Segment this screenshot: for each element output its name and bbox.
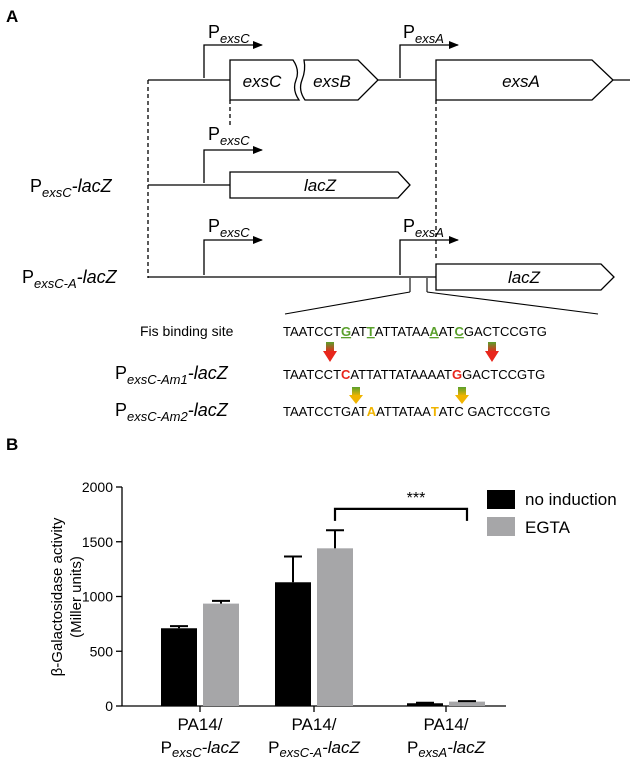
bar-chart: 0 500 1000 1500 2000 *** <box>82 479 506 714</box>
promoter-label-exsa-bottom: PexsA <box>403 216 444 240</box>
mutation-arrow-am1-left <box>323 342 337 362</box>
gene-exsa <box>435 59 614 101</box>
legend: no induction EGTA <box>487 490 617 537</box>
y-tick-label: 1500 <box>82 534 113 550</box>
promoter-label-exsc-bottom: PexsC <box>208 216 250 240</box>
panel-a-label: A <box>6 7 18 26</box>
am1-seq-segment: ATTATTATAAAAT <box>350 367 452 382</box>
fis-seq-segment: A <box>429 324 439 339</box>
am2-seq-segment: TAATCCTGAT <box>283 404 367 419</box>
mutation-arrow-am2-left <box>349 387 363 404</box>
fis-seq-segment: AT <box>351 324 367 339</box>
promoter-label-exsc-top: PexsC <box>208 22 250 46</box>
construct-pexsc-lacz-label: PexsC-lacZ <box>30 176 113 200</box>
fis-seq-segment: ATTATAA <box>375 324 430 339</box>
promoter-arrow-exsc-bottom <box>203 236 263 275</box>
y-tick-label: 2000 <box>82 479 113 495</box>
legend-label-egta: EGTA <box>525 518 571 537</box>
fis-sequence: TAATCCTGATTATTATAAAATCGACTCCGTG <box>283 324 547 339</box>
gene-lacz-2 <box>435 263 615 291</box>
svg-text:PexsA-lacZ: PexsA-lacZ <box>407 738 486 760</box>
significance-bracket <box>333 507 469 521</box>
fis-seq-segment: T <box>367 324 375 339</box>
gene-lacz-1 <box>229 171 411 199</box>
zoom-lines <box>284 278 599 315</box>
bar-no-induction <box>275 582 311 706</box>
gene-exsb-label: exsB <box>313 72 351 91</box>
am2-sequence: TAATCCTGATAATTATAATATC GACTCCGTG <box>283 404 550 419</box>
fis-seq-segment: G <box>341 324 351 339</box>
construct-am2-label: PexsC-Am2-lacZ <box>115 400 229 424</box>
svg-text:β-Galactosidase activity: β-Galactosidase activity <box>49 517 66 676</box>
panel-b-label: B <box>6 435 18 454</box>
am1-seq-segment: G <box>452 367 462 382</box>
significance-label: *** <box>407 490 426 507</box>
promoter-arrow-exsa-bottom <box>399 236 459 275</box>
am2-seq-segment: T <box>431 404 439 419</box>
y-tick-label: 500 <box>90 643 114 659</box>
legend-swatch-egta <box>487 517 515 536</box>
bar-no-induction <box>161 628 197 706</box>
mutation-arrow-am1-right <box>485 342 499 362</box>
bar-egta <box>449 701 485 706</box>
promoter-label-exsa-top: PexsA <box>403 22 444 46</box>
svg-text:PexsC-A-lacZ: PexsC-A-lacZ <box>268 738 360 760</box>
x-label-1: PA14/ PexsC-lacZ <box>161 715 240 760</box>
am2-seq-segment: ATC GACTCCGTG <box>439 404 551 419</box>
gene-lacz-1-label: lacZ <box>304 176 337 195</box>
fis-seq-segment: C <box>454 324 464 339</box>
gene-exsc-label: exsC <box>243 72 282 91</box>
gene-exsc <box>229 59 301 101</box>
mutation-arrow-am2-right <box>455 387 469 404</box>
svg-text:PA14/: PA14/ <box>291 715 336 734</box>
am1-seq-segment: C <box>341 367 351 382</box>
gene-exsa-label: exsA <box>502 72 540 91</box>
promoter-arrow-exsc-mid <box>203 146 263 183</box>
svg-text:PA14/: PA14/ <box>177 715 222 734</box>
fis-seq-segment: AT <box>439 324 455 339</box>
y-axis-title: β-Galactosidase activity (Miller units) <box>49 517 85 676</box>
svg-text:PA14/: PA14/ <box>423 715 468 734</box>
construct-am1-label: PexsC-Am1-lacZ <box>115 363 229 387</box>
svg-text:PexsC-lacZ: PexsC-lacZ <box>161 738 240 760</box>
svg-text:(Miller units): (Miller units) <box>68 556 85 638</box>
construct-pexsca-lacz-label: PexsC-A-lacZ <box>22 267 118 291</box>
y-tick-label: 0 <box>105 698 113 714</box>
bar-egta <box>203 603 239 706</box>
promoter-label-exsc-mid: PexsC <box>208 124 250 148</box>
am2-seq-segment: ATTATAA <box>376 404 431 419</box>
promoter-arrow-exsa-top <box>399 41 459 78</box>
am1-sequence: TAATCCTCATTATTATAAAATGGACTCCGTG <box>283 367 545 382</box>
x-label-2: PA14/ PexsC-A-lacZ <box>268 715 360 760</box>
legend-label-no-induction: no induction <box>525 490 617 509</box>
am2-seq-segment: A <box>367 404 377 419</box>
fis-seq-segment: TAATCCT <box>283 324 341 339</box>
promoter-arrow-exsc-top <box>203 41 263 78</box>
bar-egta <box>317 548 353 706</box>
am1-seq-segment: GACTCCGTG <box>462 367 545 382</box>
gene-exsb <box>299 59 379 101</box>
y-tick-label: 1000 <box>82 589 113 605</box>
bar-no-induction <box>407 703 443 706</box>
fis-seq-segment: GACTCCGTG <box>464 324 547 339</box>
genomic-locus <box>147 79 630 278</box>
fis-binding-site-label: Fis binding site <box>140 323 234 339</box>
x-label-3: PA14/ PexsA-lacZ <box>407 715 486 760</box>
gene-lacz-2-label: lacZ <box>508 268 541 287</box>
am1-seq-segment: TAATCCT <box>283 367 341 382</box>
legend-swatch-no-induction <box>487 490 515 509</box>
